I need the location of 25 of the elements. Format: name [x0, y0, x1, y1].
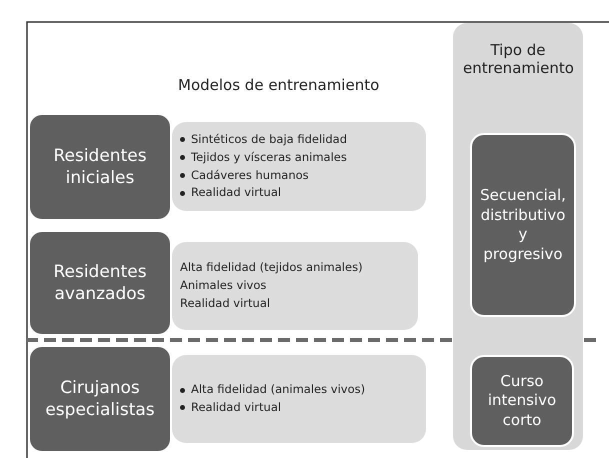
list-item: Tejidos y vísceras animales	[191, 148, 347, 166]
list-item: Cadáveres humanos	[191, 166, 309, 184]
column-heading: Modelos de entrenamiento	[178, 76, 380, 94]
list-item: Alta fidelidad (tejidos animales)	[180, 259, 363, 276]
box-label: Residentes avanzados	[52, 260, 148, 306]
training-type-box	[470, 133, 576, 317]
list-item: Animales vivos	[180, 277, 266, 294]
group-box	[28, 345, 172, 453]
box-label: Residentes iniciales	[52, 144, 148, 190]
list-item: Sintéticos de baja fidelidad	[191, 130, 348, 148]
box-label: Secuencial, distributivo y progresivo	[479, 186, 567, 264]
list-item: Alta fidelidad (animales vivos)	[191, 381, 366, 398]
training-type-box	[470, 355, 574, 447]
model-list-box	[172, 355, 426, 443]
group-box	[28, 230, 172, 336]
column-panel	[453, 23, 583, 450]
list-item: Realidad virtual	[191, 399, 282, 416]
model-list-box	[172, 242, 418, 330]
box-label: Tipo de entrenamiento	[463, 41, 573, 77]
list-item: Realidad virtual	[180, 294, 270, 312]
box-label: Cirujanos especialistas	[44, 376, 156, 422]
group-box	[28, 113, 172, 221]
list-item: Realidad virtual	[191, 184, 282, 202]
box-label: Curso intensivo corto	[486, 372, 558, 430]
model-list-box	[172, 122, 426, 211]
